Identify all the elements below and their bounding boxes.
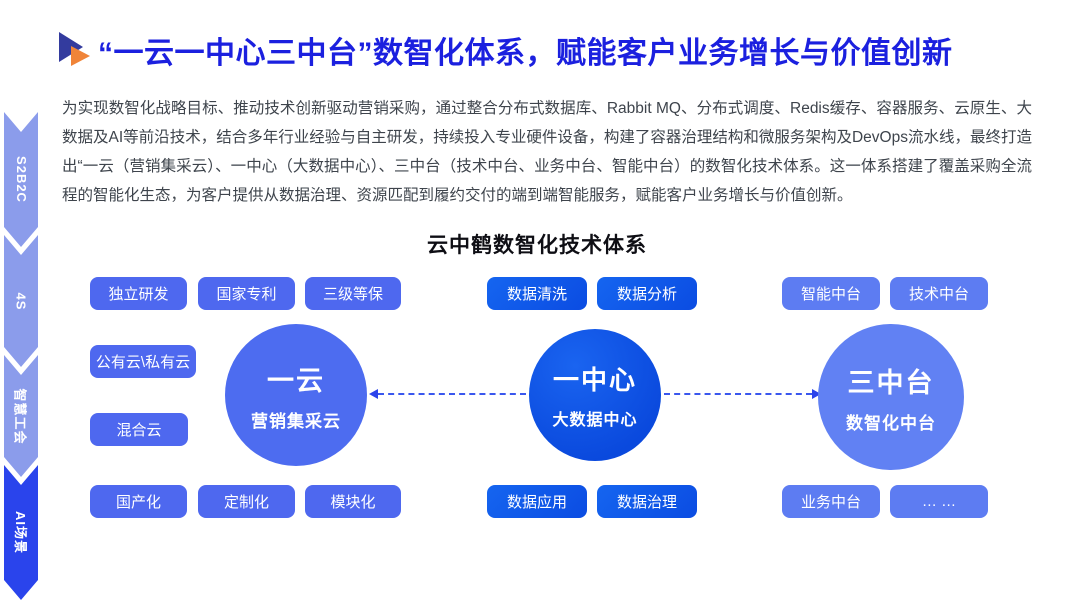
tag-ellipsis: … …: [890, 485, 988, 518]
sidebar-item-ai-scene: AI场景: [4, 465, 38, 600]
tag-data-application: 数据应用: [487, 485, 587, 518]
diagram-heading: 云中鹤数智化技术体系: [427, 234, 647, 257]
tag-business-platform: 业务中台: [782, 485, 880, 518]
tag-hybrid-cloud: 混合云: [90, 413, 188, 446]
tag-independent-rd: 独立研发: [90, 277, 187, 310]
play-icon: [59, 32, 90, 66]
tag-data-cleaning: 数据清洗: [487, 277, 587, 310]
sidebar-item-4s: 4S: [4, 235, 38, 367]
tag-level3-security: 三级等保: [305, 277, 401, 310]
tag-intelligent-platform: 智能中台: [782, 277, 880, 310]
arrow-left-icon: [369, 389, 378, 399]
circle-title: 一中心: [552, 365, 637, 395]
arrow-right-icon: [812, 389, 821, 399]
tag-domestic: 国产化: [90, 485, 187, 518]
tag-national-patent: 国家专利: [198, 277, 295, 310]
sidebar-item-label: S2B2C: [13, 156, 29, 203]
intro-paragraph: 为实现数智化战略目标、推动技术创新驱动营销采购，通过整合分布式数据库、Rabbi…: [62, 100, 1032, 204]
sidebar-item-label: 智慧工会: [12, 387, 28, 445]
tag-data-governance: 数据治理: [597, 485, 697, 518]
tag-public-private-cloud: 公有云\私有云: [90, 345, 196, 378]
sidebar: S2B2C 4S 智慧工会 AI场景: [4, 112, 38, 600]
connector-right-dashed-line: [664, 393, 812, 395]
circle-title: 三中台: [847, 367, 935, 398]
sidebar-item-label: 4S: [13, 292, 29, 310]
circle-one-center: 一中心 大数据中心: [529, 329, 661, 461]
circle-subtitle: 大数据中心: [552, 412, 638, 429]
tag-customized: 定制化: [198, 485, 295, 518]
tag-modular: 模块化: [305, 485, 401, 518]
circle-subtitle: 数智化中台: [846, 413, 936, 433]
sidebar-item-s2b2c: S2B2C: [4, 112, 38, 247]
circle-one-cloud: 一云 营销集采云: [225, 324, 367, 466]
sidebar-item-smart-union: 智慧工会: [4, 355, 38, 477]
tag-technology-platform: 技术中台: [890, 277, 988, 310]
tag-data-analysis: 数据分析: [597, 277, 697, 310]
page-title: “一云一中心三中台”数智化体系，赋能客户业务增长与价值创新: [98, 37, 953, 70]
circle-subtitle: 营销集采云: [251, 411, 341, 431]
header: “一云一中心三中台”数智化体系，赋能客户业务增长与价值创新: [56, 28, 953, 72]
circle-title: 一云: [267, 365, 325, 396]
sidebar-item-label: AI场景: [12, 510, 28, 555]
connector-left-dashed-line: [378, 393, 526, 395]
circle-three-platforms: 三中台 数智化中台: [818, 324, 964, 470]
